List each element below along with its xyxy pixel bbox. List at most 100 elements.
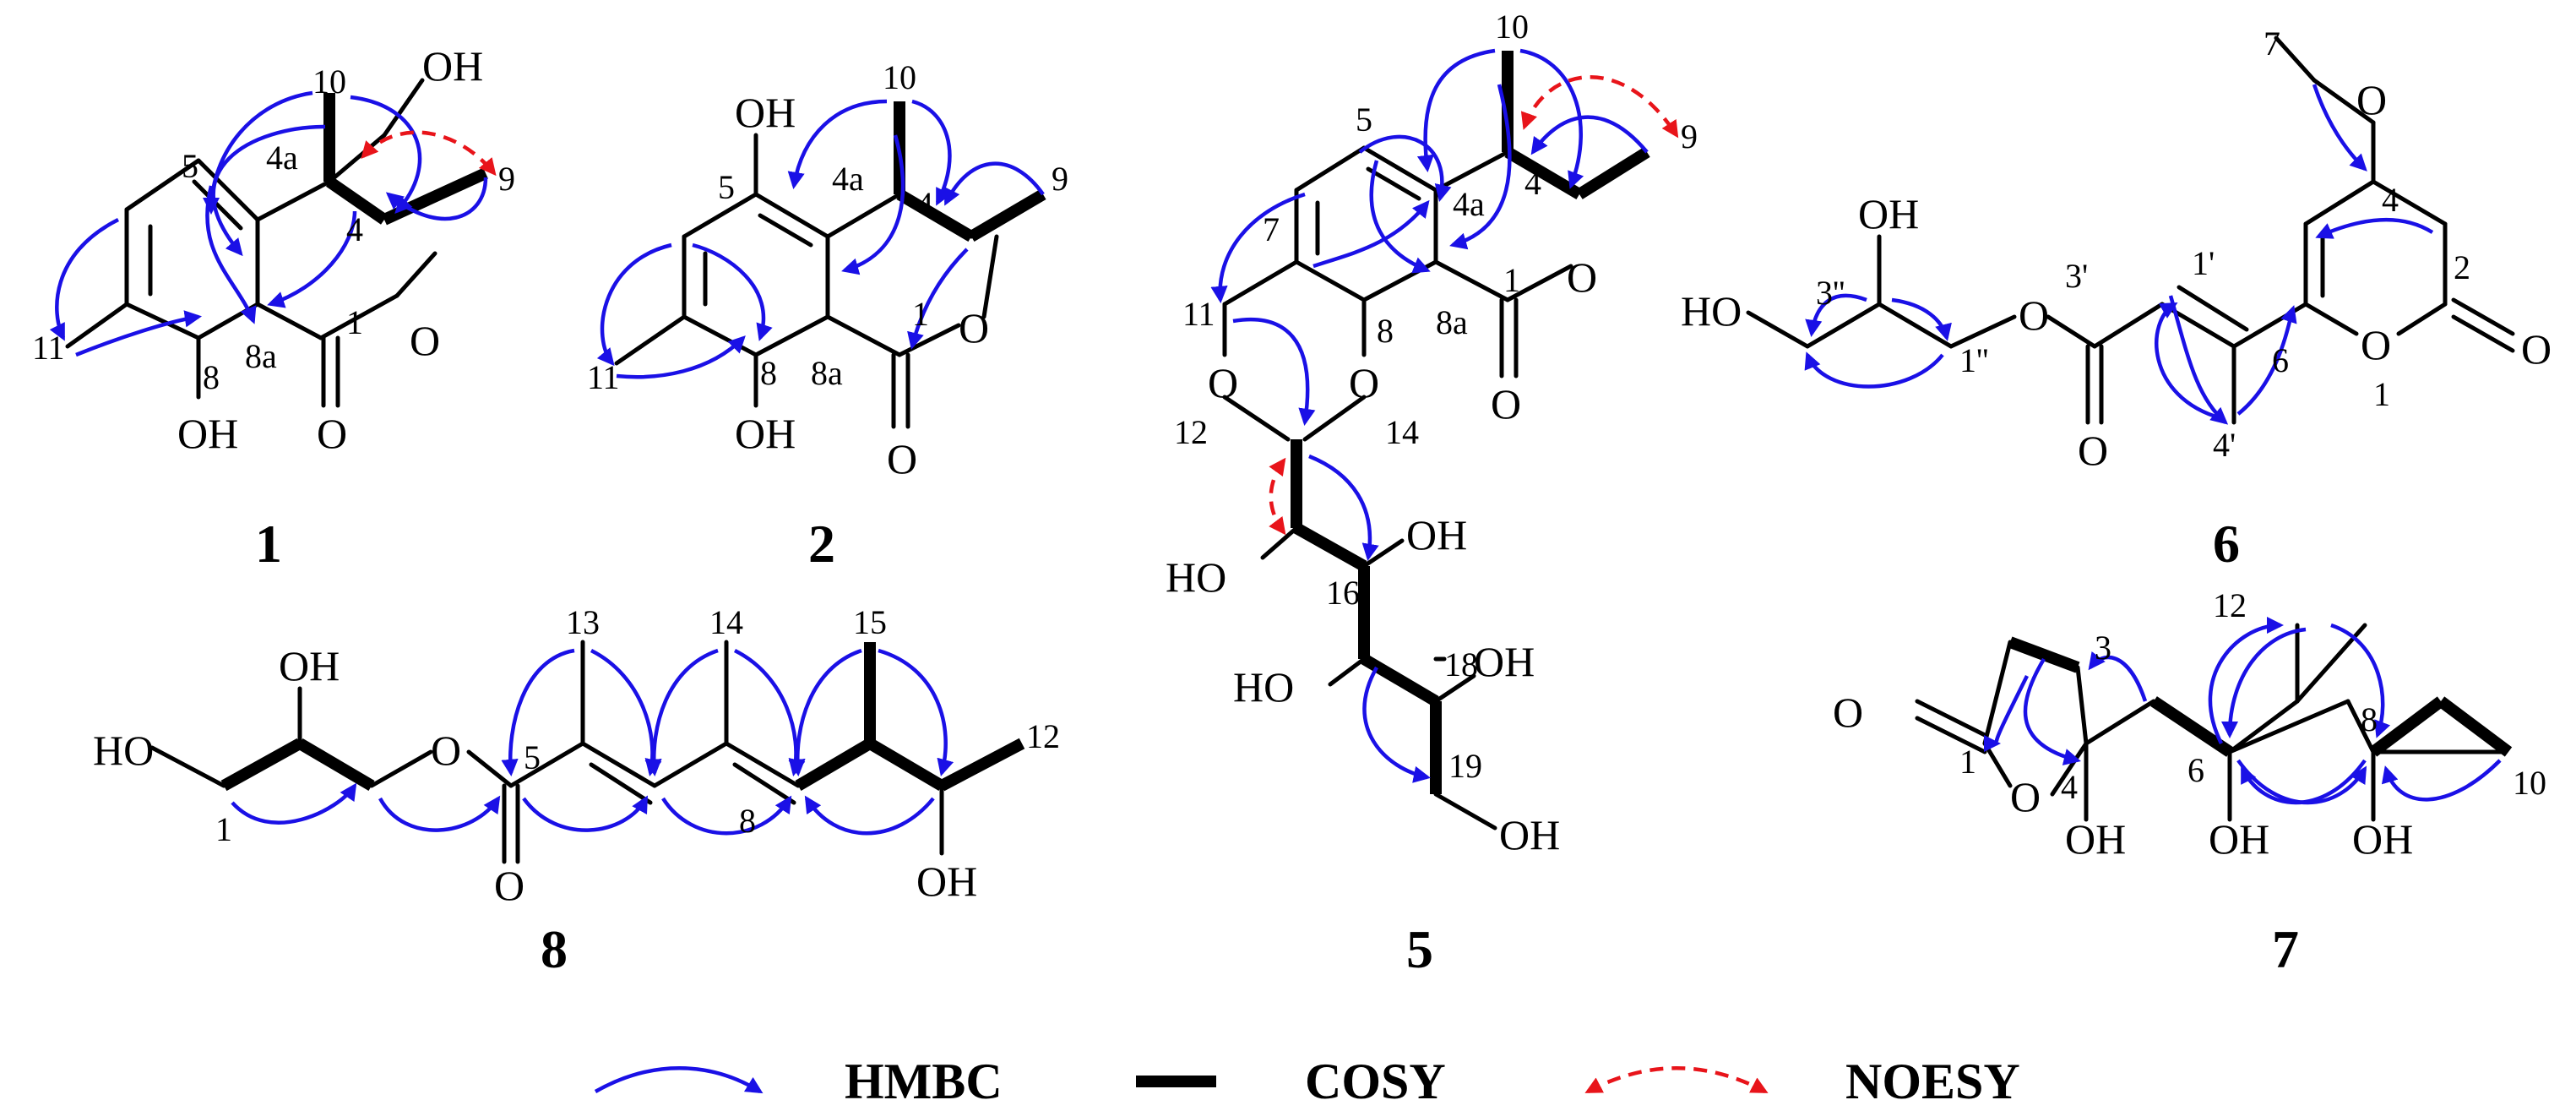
c7-label-6: 6: [2187, 751, 2204, 789]
compound-1-hmbc: [49, 90, 488, 357]
c6-label-6: 6: [2272, 341, 2289, 379]
c6-group-ho: HO: [1681, 287, 1742, 335]
legend-hmbc-arrow: [594, 1066, 764, 1094]
c8-label-1: 1: [215, 810, 232, 848]
c2-group-o-ring: O: [959, 304, 989, 351]
compound-7-cosy: [2008, 636, 2513, 757]
c1-label-8a: 8a: [245, 337, 277, 375]
c6-label-4p: 4': [2213, 426, 2236, 464]
compound-7-bonds: [1915, 623, 2507, 822]
c1-label-4a: 4a: [266, 139, 298, 177]
c5-group-oh-a: OH: [1406, 511, 1467, 558]
compound-7-labels: 12 3 8 1 4 6 10 O O OH OH OH: [1833, 586, 2546, 863]
c5-label-8: 8: [1377, 312, 1394, 350]
c2-group-oh-bottom: OH: [735, 410, 796, 457]
compound-7-chain: [2084, 699, 2156, 746]
c8-group-oh-bottom: OH: [916, 858, 977, 905]
c1-label-8: 8: [203, 358, 220, 396]
compound-5-labels: 10 5 4a 4 9 7 11 8 8a 1 12 14 16 18 19 O…: [1166, 8, 1698, 858]
c7-label-1: 1: [1959, 743, 1976, 781]
c8-label-12: 12: [1026, 717, 1060, 755]
c5-group-ho-b: HO: [1166, 553, 1226, 601]
c6-group-o-methoxy: O: [2356, 76, 2387, 123]
c8-label-13: 13: [566, 603, 600, 641]
c8-group-ho: HO: [93, 727, 154, 774]
legend-noesy-label: NOESY: [1845, 1054, 2020, 1109]
c2-label-4a: 4a: [832, 160, 864, 198]
c1-group-oh-top: OH: [422, 42, 483, 90]
legend-hmbc-label: HMBC: [845, 1054, 1003, 1109]
c7-label-3: 3: [2095, 629, 2111, 667]
c5-group-ho-c: HO: [1233, 663, 1294, 711]
c7-group-oh-c: OH: [2352, 815, 2413, 863]
c5-group-oh-d: OH: [1474, 638, 1535, 685]
c7-label-12: 12: [2213, 586, 2247, 624]
compound-8-hmbc: [231, 648, 954, 836]
c8-group-oh-top: OH: [279, 642, 340, 689]
c1-label-4: 4: [346, 210, 363, 248]
c2-label-4: 4: [916, 185, 933, 223]
c6-group-oh: OH: [1858, 190, 1919, 237]
c8-label-5: 5: [524, 738, 541, 776]
c5-label-7: 7: [1263, 210, 1280, 248]
legend-noesy-arrow: [1584, 1066, 1769, 1093]
legend-cosy-label: COSY: [1305, 1054, 1446, 1109]
c1-label-1: 1: [346, 303, 363, 341]
compound-5-chain-bonds: [1260, 526, 1497, 831]
c6-label-1: 1: [2373, 375, 2390, 413]
c7-group-o-ring: O: [2010, 773, 2041, 820]
c7-group-oh-a: OH: [2065, 815, 2126, 863]
c2-label-8a: 8a: [811, 354, 843, 392]
c6-group-o-ring: O: [2361, 321, 2391, 368]
c7-group-o-carbonyl: O: [1833, 689, 1863, 736]
c6-group-o-ester: O: [2019, 291, 2049, 339]
compound-5-bonds: [1222, 145, 1573, 662]
compound-1-noesy: [361, 130, 497, 177]
c6-group-o-carbonyl: O: [2078, 427, 2108, 474]
compound-5-hmbc: [1210, 48, 1649, 783]
c7-label-8: 8: [2361, 700, 2378, 738]
c6-label-7: 7: [2264, 25, 2280, 63]
compound-8-labels: 13 14 15 12 5 8 1 OH HO O O OH: [93, 603, 1060, 909]
c2-label-5: 5: [718, 168, 735, 206]
c2-group-oh-top: OH: [735, 89, 796, 136]
c2-label-1: 1: [912, 295, 929, 333]
c5-label-11: 11: [1182, 295, 1215, 333]
c5-group-o12: O: [1208, 359, 1238, 406]
c5-group-o-ring: O: [1567, 253, 1597, 301]
compound-5-noesy-top: [1520, 75, 1679, 139]
c5-group-o-carbonyl: O: [1491, 380, 1521, 428]
c5-label-10: 10: [1495, 8, 1529, 46]
compound-7-id: 7: [2272, 919, 2299, 979]
c2-label-11: 11: [587, 358, 620, 396]
c5-label-5: 5: [1356, 101, 1372, 139]
c1-label-11: 11: [32, 329, 65, 367]
compound-2-labels: 10 5 4a 4 9 11 8 8a 1 OH OH O O: [587, 58, 1068, 482]
c6-label-1p: 1': [2192, 244, 2215, 282]
c5-label-8a: 8a: [1436, 303, 1468, 341]
c1-label-5: 5: [182, 147, 198, 185]
compound-7-hmbc: [1983, 616, 2502, 805]
c1-group-oh-bottom: OH: [177, 410, 238, 457]
c5-label-4a: 4a: [1453, 185, 1485, 223]
c5-label-14: 14: [1385, 413, 1419, 451]
compound-6-labels: 7 4 2 3'' 3' 1' 1'' 6 1 4' O OH HO O O O…: [1681, 25, 2552, 474]
c8-label-15: 15: [853, 603, 887, 641]
compound-5-id: 5: [1406, 919, 1433, 979]
c2-label-10: 10: [883, 58, 916, 96]
compound-2: 10 5 4a 4 9 11 8 8a 1 OH OH O O 2: [587, 58, 1068, 574]
compound-6: 7 4 2 3'' 3' 1' 1'' 6 1 4' O OH HO O O O…: [1681, 25, 2552, 574]
c5-label-19: 19: [1448, 747, 1482, 785]
c5-label-1: 1: [1503, 261, 1520, 299]
c7-label-10: 10: [2513, 764, 2546, 802]
c6-group-o-lactone: O: [2521, 325, 2552, 373]
compound-8-id: 8: [541, 919, 568, 979]
c1-label-9: 9: [498, 160, 515, 198]
compound-5-noesy-bottom: [1269, 457, 1286, 536]
c2-label-9: 9: [1052, 160, 1068, 198]
c2-group-o-carbonyl: O: [887, 435, 917, 482]
c1-group-o-carbonyl: O: [317, 410, 347, 457]
c6-label-2: 2: [2454, 248, 2470, 286]
compound-5-cosy: [1291, 51, 1650, 794]
c5-label-4: 4: [1524, 164, 1541, 202]
